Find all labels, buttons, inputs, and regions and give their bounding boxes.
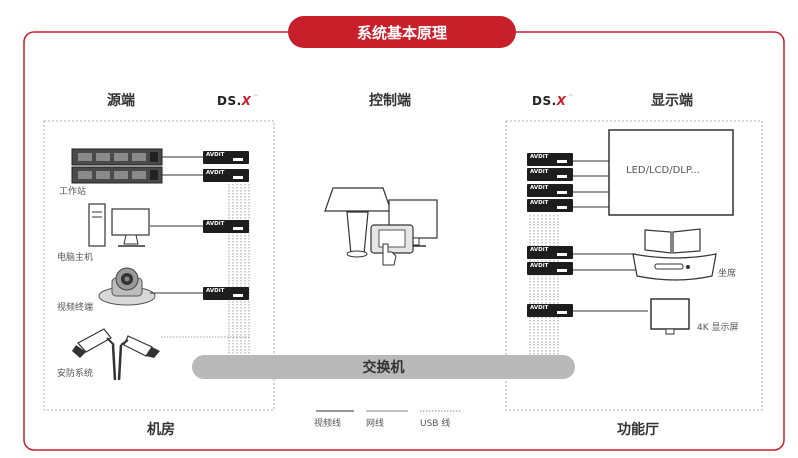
security-system-label: 安防系统	[57, 369, 94, 379]
extender-rx-5: AVDiT	[527, 246, 573, 259]
conference-camera-icon	[98, 267, 156, 306]
big-screen-label: LED/LCD/DLP...	[626, 165, 700, 176]
machine-room-header: 机房	[147, 422, 175, 438]
title-banner: 系统基本原理	[288, 16, 516, 48]
extender-rx-3: AVDiT	[527, 184, 573, 197]
extender-rx-2: AVDiT	[527, 168, 573, 181]
extender-tx-3: AVDiT	[203, 220, 249, 233]
monitor-4k-label: 4K 显示屏	[697, 323, 739, 333]
legend-video-label: 视频线	[314, 419, 342, 429]
function-hall-header: 功能厅	[617, 422, 659, 438]
display-video-lines	[573, 160, 648, 312]
control-desk-icon	[324, 187, 392, 258]
right-uplink-lines	[529, 215, 559, 356]
pc-host-label: 电脑主机	[57, 253, 94, 263]
source-video-lines	[150, 156, 203, 294]
extender-rx-4: AVDiT	[527, 199, 573, 212]
machine-room-zone	[43, 120, 275, 411]
extender-tx-4: AVDiT	[203, 287, 249, 300]
big-screen	[608, 129, 734, 216]
network-switch: 交换机	[192, 355, 575, 379]
desktop-pc-icon	[88, 203, 150, 247]
function-hall-zone	[505, 120, 763, 411]
extender-rx-1: AVDiT	[527, 153, 573, 166]
left-uplink-lines	[228, 184, 250, 356]
touch-panel-icon	[370, 224, 414, 266]
extender-tx-1: AVDiT	[203, 151, 249, 164]
extender-rx-7: AVDiT	[527, 304, 573, 317]
seat-console-icon	[632, 228, 717, 281]
video-terminal-label: 视频终端	[57, 303, 94, 313]
source-header: 源端	[107, 93, 135, 109]
control-header: 控制端	[369, 93, 411, 109]
display-header: 显示端	[651, 93, 693, 109]
monitor-4k-icon	[650, 298, 690, 335]
rack-server-icon	[71, 148, 163, 184]
extender-rx-6: AVDiT	[527, 262, 573, 275]
legend-usb-label: USB 线	[420, 419, 451, 429]
extender-tx-2: AVDiT	[203, 169, 249, 182]
seat-label: 坐席	[718, 269, 737, 279]
workstation-label: 工作站	[59, 187, 87, 197]
legend-network-label: 网线	[366, 419, 385, 429]
security-camera-icon	[72, 328, 160, 381]
